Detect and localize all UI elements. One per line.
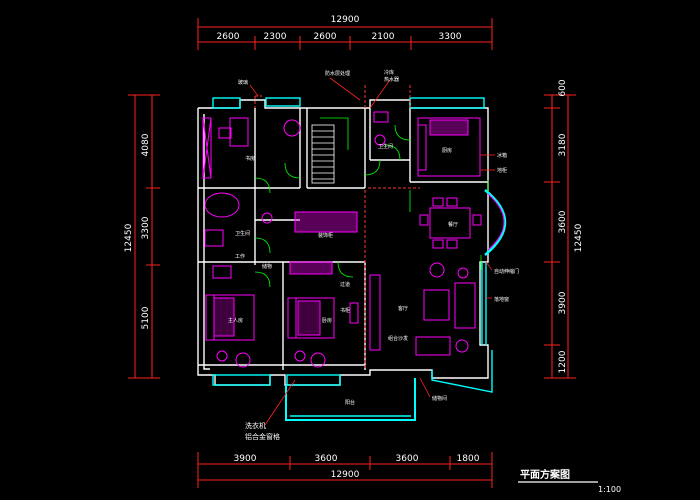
top-segment-2: 2300 bbox=[264, 32, 287, 42]
left-total-dimension: 12450 bbox=[124, 223, 134, 252]
annotation-right-c: 自动伸缩门 bbox=[494, 268, 519, 275]
master-bedroom-label: 主人房 bbox=[228, 317, 243, 324]
top-total-dimension: 12900 bbox=[331, 15, 360, 25]
annotation-top-a: 玻璃 bbox=[238, 79, 248, 86]
living-room-label: 客厅 bbox=[398, 305, 408, 312]
right-segment-2: 3180 bbox=[558, 133, 568, 156]
annotation-top-b: 防水层处理 bbox=[325, 70, 350, 77]
study-label: 书房 bbox=[245, 155, 255, 162]
top-segment-5: 3300 bbox=[439, 32, 462, 42]
annotation-mid-c: 书柜 bbox=[340, 307, 350, 314]
note-line-1: 洗衣机 bbox=[245, 421, 266, 430]
dimension-lines bbox=[128, 18, 576, 488]
annotation-right-a: 冰箱 bbox=[497, 152, 507, 159]
left-segment-1: 4080 bbox=[141, 133, 151, 156]
right-segment-3: 3600 bbox=[558, 210, 568, 233]
annotation-mid-b: 组合沙发 bbox=[388, 335, 408, 342]
furniture bbox=[202, 111, 482, 368]
doors bbox=[254, 124, 489, 288]
bottom-segment-2: 3600 bbox=[315, 454, 338, 464]
bottom-segment-3: 3600 bbox=[396, 454, 419, 464]
leader-lines bbox=[249, 77, 495, 426]
kitchen-label: 厨房 bbox=[442, 147, 452, 154]
bottom-segment-4: 1800 bbox=[457, 454, 480, 464]
left-segment-2: 3300 bbox=[141, 216, 151, 239]
drawing-scale: 1:100 bbox=[598, 485, 621, 494]
right-segment-1: 600 bbox=[558, 79, 568, 96]
annotation-top-d: 热水器 bbox=[384, 76, 399, 83]
balcony-label: 阳台 bbox=[345, 399, 355, 406]
bedroom-label: 卧房 bbox=[322, 317, 332, 324]
left-segment-3: 5100 bbox=[141, 306, 151, 329]
top-segment-3: 2600 bbox=[314, 32, 337, 42]
storage-label: 储物 bbox=[262, 263, 272, 270]
annotation-bottom-a: 储物间 bbox=[432, 395, 447, 402]
hidden-lines bbox=[254, 85, 420, 370]
bottom-total-dimension: 12900 bbox=[331, 470, 360, 480]
corridor-label: 过道 bbox=[340, 281, 350, 288]
top-segment-4: 2100 bbox=[372, 32, 395, 42]
utility-label: 工作 bbox=[235, 253, 245, 260]
right-segment-5: 1200 bbox=[558, 350, 568, 373]
annotation-mid-a: 装饰柜 bbox=[318, 232, 333, 239]
bathroom-label: 卫生间 bbox=[235, 230, 250, 237]
bottom-segment-1: 3900 bbox=[234, 454, 257, 464]
right-total-dimension: 12450 bbox=[574, 223, 584, 252]
annotation-right-d: 落地窗 bbox=[494, 296, 509, 303]
staircase bbox=[311, 117, 349, 184]
toilet-label: 卫生间 bbox=[378, 143, 393, 150]
walls bbox=[197, 99, 489, 386]
note-line-2: 铝合金窗格 bbox=[245, 432, 280, 441]
drawing-title: 平面方案图 bbox=[520, 468, 570, 481]
top-segment-1: 2600 bbox=[217, 32, 240, 42]
annotation-right-b: 地柜 bbox=[497, 167, 507, 174]
annotation-top-c: 冷库 bbox=[384, 69, 394, 76]
right-segment-4: 3900 bbox=[558, 291, 568, 314]
dining-label: 餐厅 bbox=[448, 221, 458, 228]
windows bbox=[212, 97, 507, 421]
